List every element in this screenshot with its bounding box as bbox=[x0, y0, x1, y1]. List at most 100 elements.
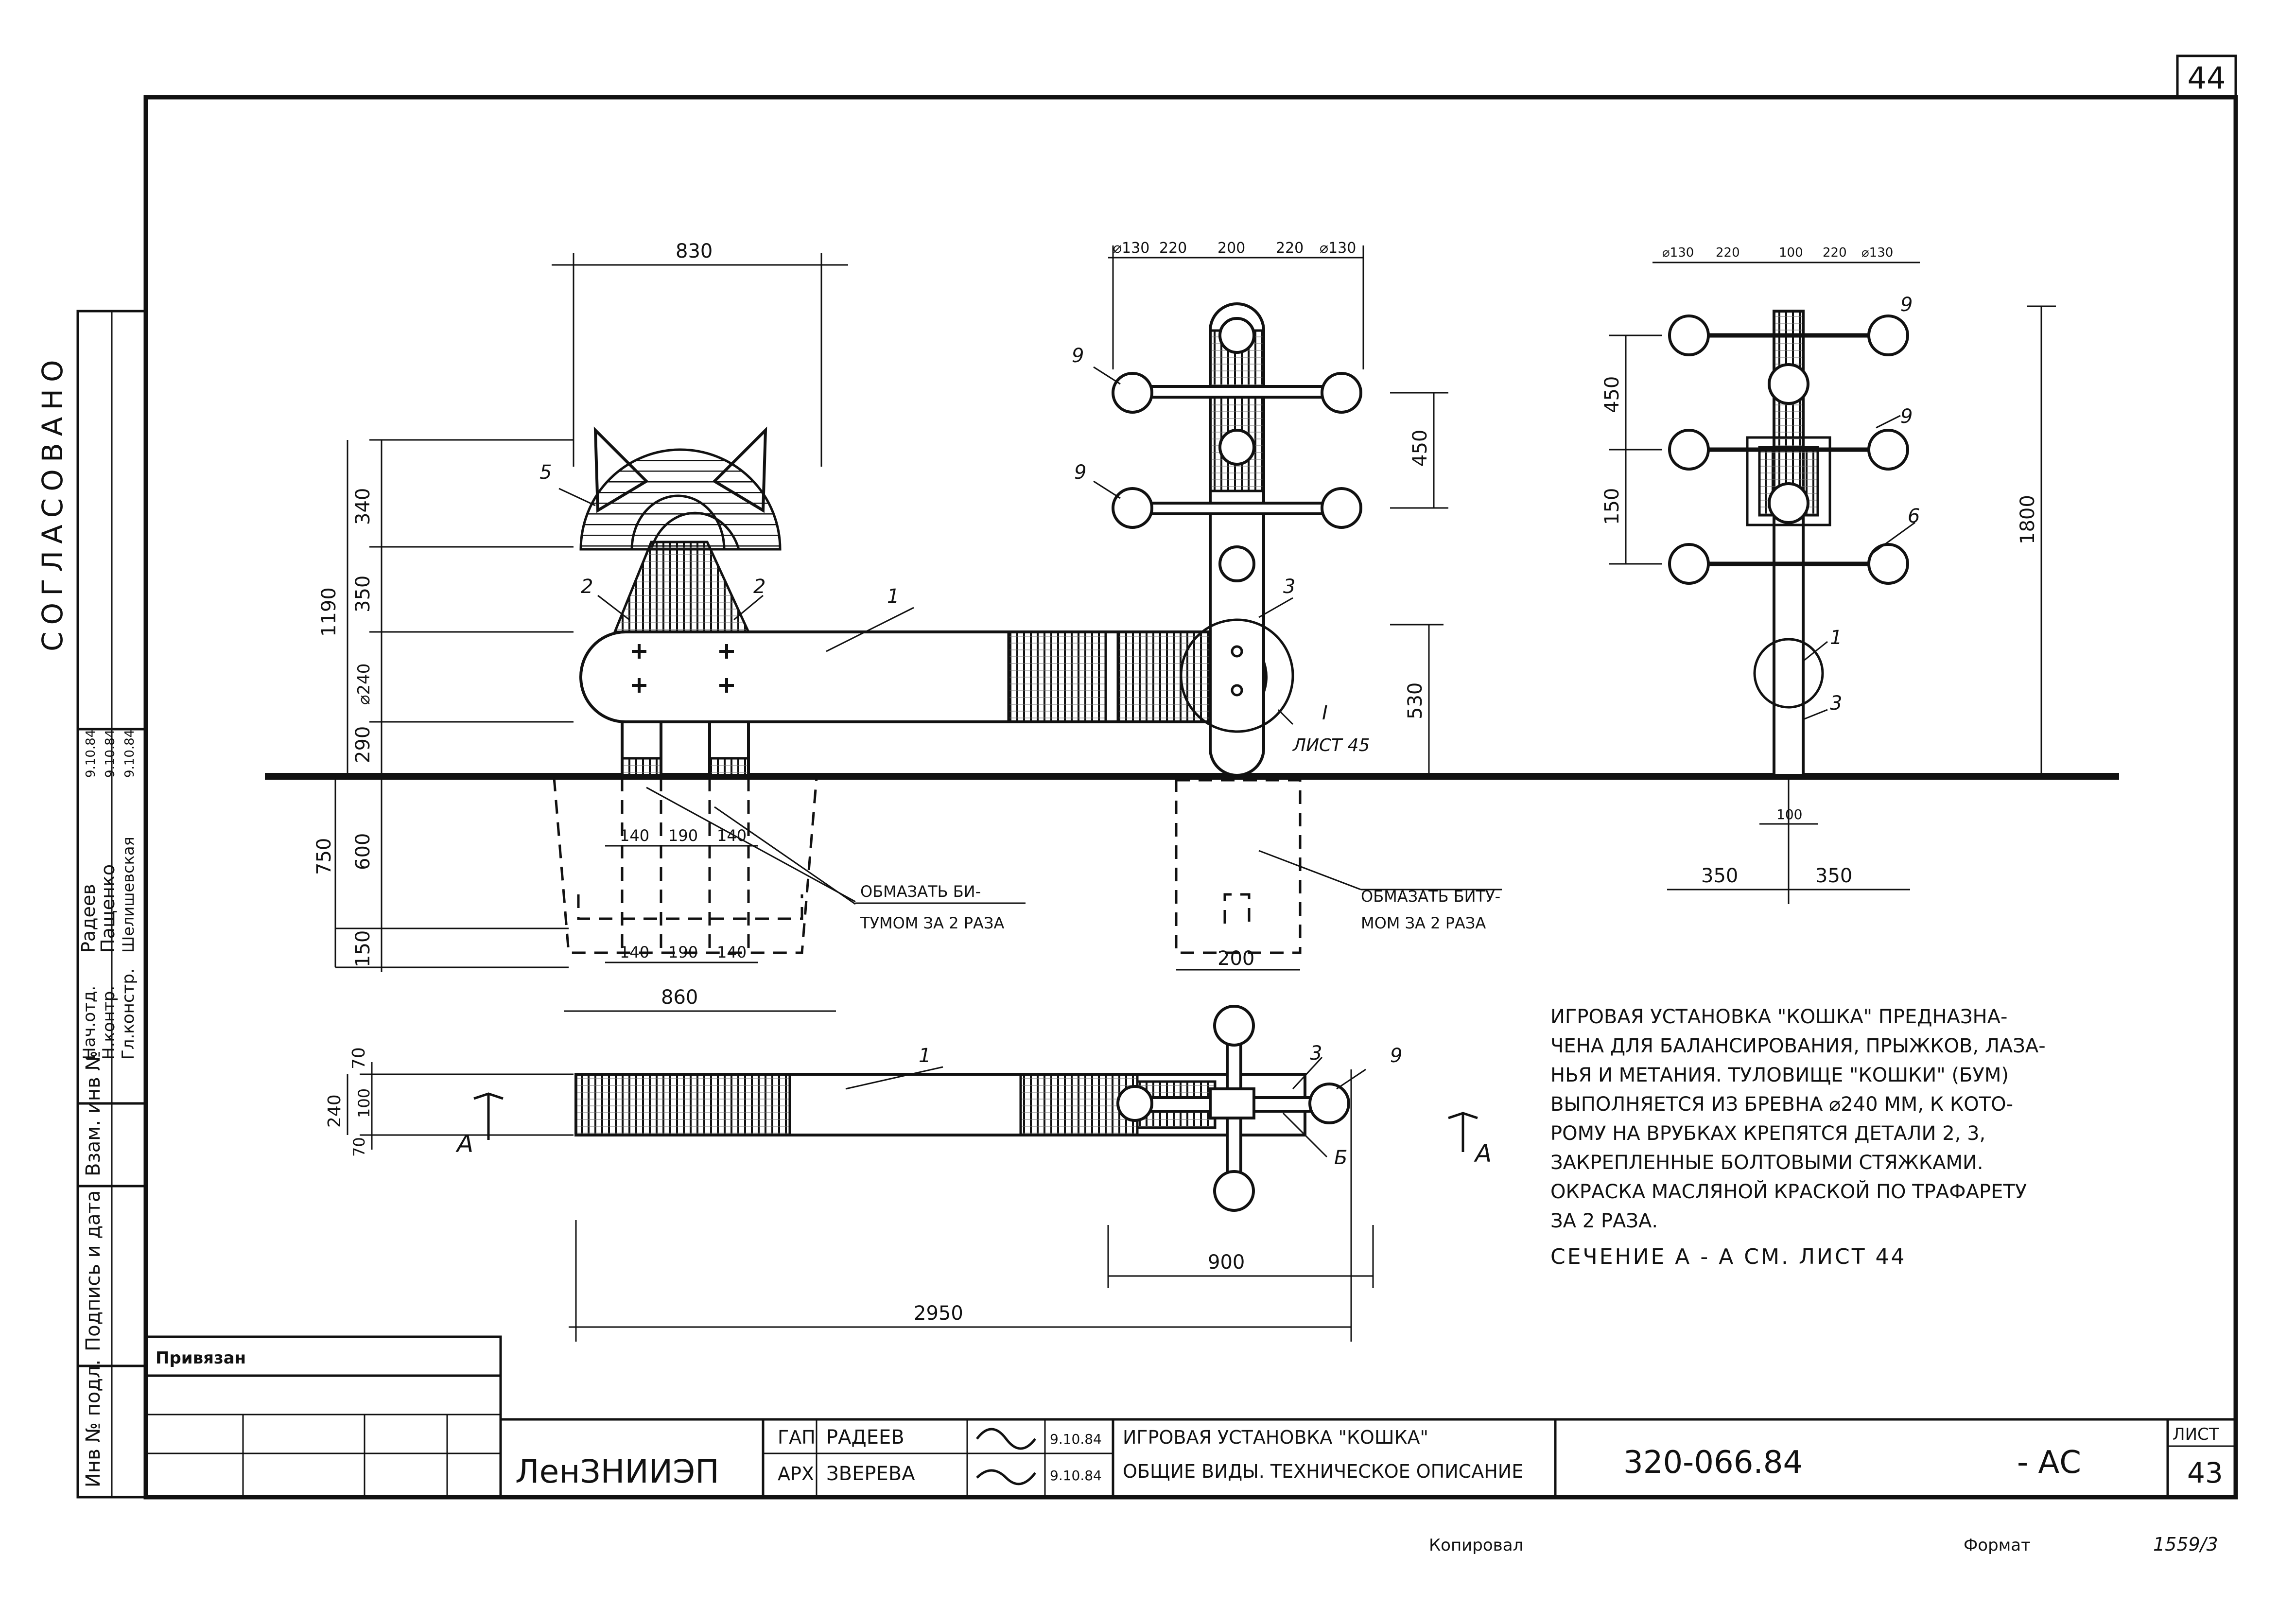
sheet-number-corner-text: 44 bbox=[2188, 60, 2226, 96]
dim-post-top-3: 200 bbox=[1218, 240, 1245, 257]
inv-podl-label: Инв № подл. bbox=[82, 1360, 104, 1487]
dim-foot-190: 190 bbox=[668, 826, 698, 845]
callout-5: 5 bbox=[539, 461, 552, 484]
dim-side-350-right: 350 bbox=[1815, 865, 1852, 887]
dim-side-top-1: ⌀130 bbox=[1662, 245, 1694, 260]
callout-labels: 1 2 2 3 5 6 9 9 9 9 1 3 1 3 9 I ЛИСТ 45 … bbox=[539, 294, 1920, 1169]
sheet-number-corner: 44 bbox=[2176, 54, 2237, 99]
dim-foot2-140b: 140 bbox=[717, 943, 747, 961]
dim-830: 830 bbox=[676, 240, 713, 262]
dim-side-100: 100 bbox=[1776, 806, 1802, 822]
dim-plan-2950: 2950 bbox=[914, 1302, 963, 1325]
dim-side-top-2: 220 bbox=[1716, 245, 1740, 260]
dim-side-450: 450 bbox=[1601, 376, 1623, 413]
dim-290: 290 bbox=[352, 726, 374, 763]
callout-1-side: 1 bbox=[1830, 627, 1842, 649]
left-role-1: Нач.отд. bbox=[80, 986, 99, 1060]
node-mark: I bbox=[1322, 702, 1328, 724]
node-sheet-ref: ЛИСТ 45 bbox=[1292, 735, 1370, 755]
dim-side-350-left: 350 bbox=[1701, 865, 1738, 887]
signature-1 bbox=[976, 1428, 1036, 1450]
dim-750: 750 bbox=[313, 838, 335, 875]
signer-1-date: 9.10.84 bbox=[1050, 1431, 1102, 1447]
drawing-title-line-2: ОБЩИЕ ВИДЫ. ТЕХНИЧЕСКОЕ ОПИСАНИЕ bbox=[1123, 1461, 1523, 1482]
dim-d240: ⌀240 bbox=[354, 664, 374, 705]
left-stamp-column: СОГЛАСОВАНО Инв № подл. Подпись и дата В… bbox=[36, 353, 138, 1487]
agreed-stamp: СОГЛАСОВАНО bbox=[36, 353, 69, 651]
dim-foot2-140a: 140 bbox=[620, 943, 649, 961]
dim-post-top-5: ⌀130 bbox=[1320, 240, 1356, 257]
node-b-mark: Б bbox=[1334, 1147, 1347, 1169]
vzam-inv-label: Взам. инв № bbox=[82, 1050, 104, 1176]
section-reference: СЕЧЕНИЕ А - А СМ. ЛИСТ 44 bbox=[1550, 1244, 1907, 1269]
dim-side-1800: 1800 bbox=[2017, 495, 2039, 544]
callout-9c: 9 bbox=[1900, 294, 1913, 316]
left-date-1: 9.10.84 bbox=[84, 730, 98, 778]
description-line-8: ЗА 2 РАЗА. bbox=[1550, 1210, 1658, 1232]
dim-350: 350 bbox=[352, 576, 374, 612]
signer-1-role: ГАП bbox=[778, 1427, 816, 1448]
callout-1: 1 bbox=[887, 585, 899, 608]
sheet-number: 43 bbox=[2187, 1456, 2223, 1489]
front-view-post bbox=[1112, 302, 1362, 954]
technical-description: ИГРОВАЯ УСТАНОВКА "КОШКА" ПРЕДНАЗНА- ЧЕН… bbox=[1550, 1006, 2046, 1269]
signer-1-name: РАДЕЕВ bbox=[826, 1426, 904, 1449]
callout-6: 6 bbox=[1908, 505, 1920, 527]
dim-post-top-2: 220 bbox=[1159, 240, 1187, 257]
dimension-lines bbox=[334, 245, 2056, 1342]
section-mark-left: А bbox=[455, 1130, 473, 1158]
signer-2-role: АРХ bbox=[778, 1463, 814, 1485]
signer-2-name: ЗВЕРЕВА bbox=[826, 1463, 915, 1485]
bitumen-left-line-1: ОБМАЗАТЬ БИ- bbox=[860, 882, 981, 901]
callout-2a: 2 bbox=[581, 576, 593, 598]
dim-1190: 1190 bbox=[318, 587, 340, 637]
dim-foot-140b: 140 bbox=[717, 826, 747, 845]
callout-1-plan: 1 bbox=[919, 1045, 931, 1067]
podpis-data-label: Подпись и дата bbox=[82, 1190, 104, 1351]
left-date-2: 9.10.84 bbox=[103, 730, 118, 778]
footer-code: 1559/3 bbox=[2153, 1534, 2218, 1555]
format-label: Формат bbox=[1964, 1536, 2031, 1555]
side-view bbox=[1668, 310, 1909, 777]
sheet-label: ЛИСТ bbox=[2173, 1425, 2219, 1444]
callout-9b: 9 bbox=[1074, 461, 1086, 484]
callout-9a: 9 bbox=[1072, 345, 1084, 367]
drawing-code: 320-066.84 bbox=[1623, 1445, 1803, 1481]
left-name-3: Шелишевская bbox=[119, 837, 138, 953]
copied-label: Копировал bbox=[1429, 1536, 1523, 1555]
dim-side-top-4: 220 bbox=[1823, 245, 1847, 260]
description-line-3: НЬЯ И МЕТАНИЯ. ТУЛОВИЩЕ "КОШКИ" (БУМ) bbox=[1550, 1064, 2009, 1086]
dim-340: 340 bbox=[352, 488, 374, 525]
dim-plan-70a: 70 bbox=[349, 1047, 369, 1069]
drawing-mark: - АС bbox=[2017, 1445, 2081, 1481]
callout-3-plan: 3 bbox=[1310, 1042, 1322, 1065]
signer-2-date: 9.10.84 bbox=[1050, 1468, 1102, 1484]
bitumen-notes: ОБМАЗАТЬ БИ- ТУМОМ ЗА 2 РАЗА ОБМАЗАТЬ БИ… bbox=[860, 882, 1500, 932]
dim-plan-100: 100 bbox=[355, 1088, 373, 1118]
callout-9d: 9 bbox=[1900, 405, 1913, 428]
drawing-title-line-1: ИГРОВАЯ УСТАНОВКА "КОШКА" bbox=[1123, 1427, 1428, 1448]
front-view-cat bbox=[553, 426, 1268, 954]
dim-side-150: 150 bbox=[1601, 488, 1623, 525]
dim-plan-70b: 70 bbox=[350, 1137, 368, 1157]
left-role-2: Н.контр. bbox=[99, 986, 119, 1060]
callout-9-plan: 9 bbox=[1390, 1045, 1402, 1067]
signature-2 bbox=[976, 1469, 1036, 1486]
bitumen-right-line-2: МОМ ЗА 2 РАЗА bbox=[1361, 914, 1486, 932]
callout-2b: 2 bbox=[753, 576, 765, 598]
description-line-7: ОКРАСКА МАСЛЯНОЙ КРАСКОЙ ПО ТРАФАРЕТУ bbox=[1550, 1180, 2027, 1203]
left-name-1: Радеев bbox=[78, 884, 99, 953]
dim-600: 600 bbox=[352, 833, 374, 870]
dim-foot-140a: 140 bbox=[620, 826, 649, 845]
description-line-1: ИГРОВАЯ УСТАНОВКА "КОШКА" ПРЕДНАЗНА- bbox=[1550, 1006, 2007, 1028]
dim-post-200: 200 bbox=[1218, 947, 1254, 970]
left-role-3: Гл.констр. bbox=[119, 968, 138, 1060]
description-line-5: РОМУ НА ВРУБКАХ КРЕПЯТСЯ ДЕТАЛИ 2, 3, bbox=[1550, 1122, 1985, 1145]
title-block: Привязан ЛенЗНИИЭП ГАП РАДЕЕВ 9.10.84 АР… bbox=[144, 1335, 2237, 1499]
plan-view: А А bbox=[455, 1005, 1492, 1212]
dim-post-top-1: ⌀130 bbox=[1113, 240, 1149, 257]
dim-post-530: 530 bbox=[1404, 682, 1426, 719]
section-mark-right: А bbox=[1474, 1139, 1492, 1168]
description-line-4: ВЫПОЛНЯЕТСЯ ИЗ БРЕВНА ⌀240 ММ, К КОТО- bbox=[1550, 1093, 2013, 1116]
dim-foot2-190: 190 bbox=[668, 943, 698, 961]
